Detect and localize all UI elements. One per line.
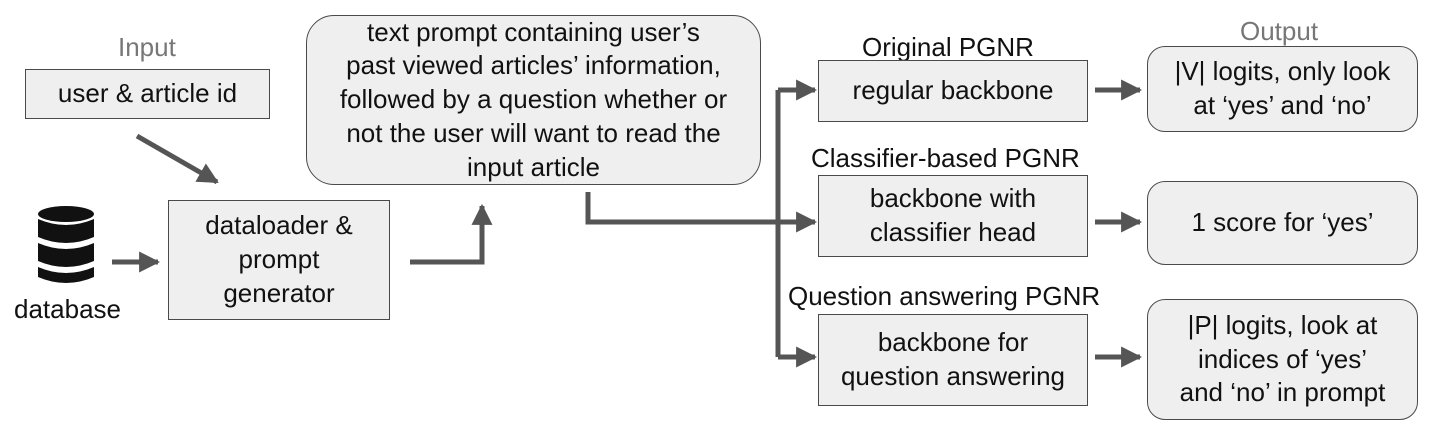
regular-backbone-box: regular backbone xyxy=(818,60,1088,122)
backbone-text: backbone for xyxy=(877,327,1029,358)
prompt-line: not the user will want to read the xyxy=(346,117,721,148)
backbone-text: regular backbone xyxy=(852,75,1054,106)
original-output-box: |V| logits, only look at ‘yes’ and ‘no’ xyxy=(1147,46,1418,132)
output-text: |V| logits, only look xyxy=(1174,56,1391,87)
backbone-text: backbone with xyxy=(869,183,1037,214)
dataloader-line: dataloader & xyxy=(205,210,353,241)
qa-output-box: |P| logits, look at indices of ‘yes’ and… xyxy=(1147,299,1418,420)
output-text: and ‘no’ in prompt xyxy=(1179,377,1386,408)
classifier-pgnr-title: Classifier-based PGNR xyxy=(811,143,1080,173)
classifier-output-box: 1 score for ‘yes’ xyxy=(1147,181,1418,265)
dataloader-line: prompt xyxy=(238,244,320,275)
prompt-line: text prompt containing user’s xyxy=(367,16,700,47)
database-icon xyxy=(38,206,94,283)
qa-backbone-box: backbone for question answering xyxy=(818,314,1088,406)
backbone-text: classifier head xyxy=(869,217,1037,247)
backbone-text: question answering xyxy=(840,361,1066,391)
prompt-line: input article xyxy=(467,151,600,182)
classifier-backbone-box: backbone with classifier head xyxy=(818,175,1088,257)
arrow-prompt-to-branches xyxy=(585,192,778,225)
output-text: |P| logits, look at xyxy=(1187,309,1378,340)
output-label: Output xyxy=(1240,16,1319,46)
arrow-dataloader-to-prompt xyxy=(410,203,493,265)
prompt-line: past viewed articles’ information, xyxy=(346,50,721,81)
qa-pgnr-title: Question answering PGNR xyxy=(788,281,1101,311)
output-text: 1 score for ‘yes’ xyxy=(1191,207,1374,238)
database-label: database xyxy=(14,294,121,324)
input-label: Input xyxy=(118,32,176,62)
original-pgnr-title: Original PGNR xyxy=(862,32,1034,62)
prompt-line: followed by a question whether or xyxy=(339,84,728,115)
dataloader-prompt-generator-box: dataloader & prompt generator xyxy=(168,200,390,320)
user-article-id-box: user & article id xyxy=(25,69,270,119)
dataloader-line: generator xyxy=(223,277,335,308)
arrow-input-to-dataloader xyxy=(135,133,219,185)
output-text: indices of ‘yes’ xyxy=(1197,343,1368,374)
output-text: at ‘yes’ and ‘no’ xyxy=(1193,90,1372,120)
user-article-id-text: user & article id xyxy=(57,78,238,109)
text-prompt-box: text prompt containing user’s past viewe… xyxy=(306,15,761,185)
